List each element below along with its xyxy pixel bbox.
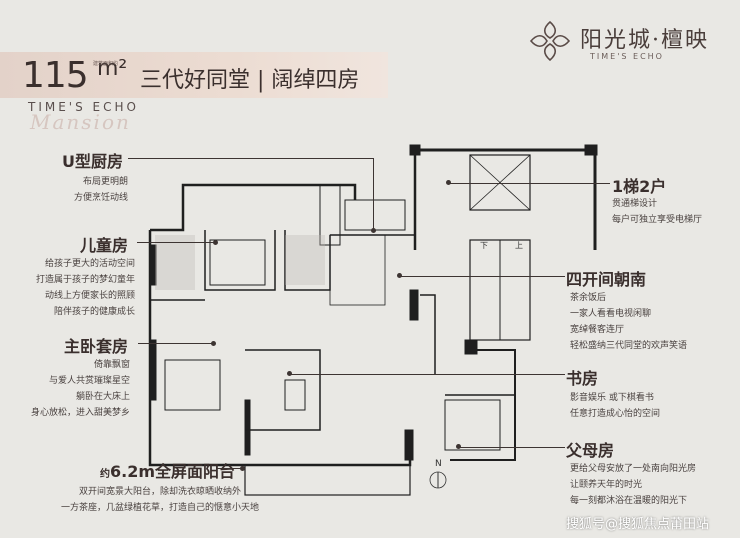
elevator-title: 1梯2户 [612, 177, 667, 196]
south-line-4: 轻松盛纳三代同堂的欢声笑语 [570, 341, 688, 351]
south-desc: 茶余饭后 一家人看看电视闲聊 宽绰餐客连厅 轻松盛纳三代同堂的欢声笑语 [570, 290, 687, 354]
master-line-3: 躺卧在大床上 [75, 392, 130, 402]
study-title: 书房 [566, 369, 599, 388]
master-leader [138, 343, 213, 344]
parents-desc: 更给父母安放了一处南向阳光房 让颐养天年的时光 每一刻都沐浴在温暖的阳光下 [570, 461, 696, 509]
study-line-1: 影音娱乐 或下棋看书 [570, 393, 654, 403]
subtitle-script: Mansion [30, 110, 131, 134]
children-desc: 给孩子更大的活动空间 打造属于孩子的梦幻童年 动线上方便家长的照顾 陪伴孩子的健… [20, 256, 135, 320]
children-line-3: 动线上方便家长的照顾 [44, 291, 135, 301]
balcony-title-prefix: 约 [100, 469, 110, 480]
study-leader [290, 374, 565, 375]
master-desc: 倚靠飘窗 与爱人共赏璀璨星空 躺卧在大床上 身心放松，进入甜美梦乡 [20, 357, 130, 421]
brand-logo-icon [529, 20, 571, 62]
master-line-2: 与爱人共赏璀璨星空 [48, 376, 130, 386]
children-line-4: 陪伴孩子的健康成长 [53, 307, 135, 317]
study-leader-dot [287, 371, 292, 376]
balcony-leader [217, 468, 242, 469]
master-line-1: 倚靠飘窗 [93, 360, 130, 370]
elevator-leader [450, 183, 610, 184]
kitchen-line-2: 方便烹饪动线 [73, 193, 128, 203]
children-leader-dot [213, 240, 218, 245]
south-line-3: 宽绰餐客连厅 [570, 325, 625, 335]
south-leader [400, 276, 565, 277]
elevator-line-2: 每户可独立享受电梯厅 [612, 215, 703, 225]
floor-plan: 下 上 N [148, 144, 598, 496]
balcony-desc: 双开间宽景大阳台，除却洗衣晾晒收纳外 一方茶座，几盆绿植花草，打造自己的惬意小天… [40, 484, 280, 516]
children-leader [137, 242, 215, 243]
kitchen-leader [128, 158, 373, 159]
balcony-leader-dot [240, 466, 245, 471]
brand-name: 阳光城·檀映 [580, 28, 709, 53]
balcony-title-text: 6.2m全屏面阳台 [110, 462, 236, 481]
brand-en: TIME'S ECHO [590, 52, 664, 61]
kitchen-leader-dot [371, 228, 376, 233]
kitchen-line-1: 布局更明朗 [82, 177, 128, 187]
kitchen-title: U型厨房 [62, 152, 123, 171]
balcony-line-2: 一方茶座，几盆绿植花草，打造自己的惬意小天地 [60, 503, 259, 513]
headline: 三代好同堂 | 阔绰四房 [140, 68, 360, 93]
parents-title: 父母房 [566, 441, 615, 460]
south-line-2: 一家人看看电视闲聊 [570, 309, 652, 319]
stair-up-label: 上 [515, 241, 523, 250]
parents-line-3: 每一刻都沐浴在温暖的阳光下 [570, 496, 688, 506]
area-unit: m² [97, 56, 128, 81]
master-line-4: 身心放松，进入甜美梦乡 [30, 408, 130, 418]
header-band [0, 52, 388, 98]
parents-line-1: 更给父母安放了一处南向阳光房 [570, 464, 697, 474]
north-label: N [435, 459, 442, 469]
study-desc: 影音娱乐 或下棋看书 任意打造成心怡的空间 [570, 390, 660, 422]
balcony-line-1: 双开间宽景大阳台，除却洗衣晾晒收纳外 [78, 487, 241, 497]
kitchen-leader-v [373, 158, 374, 230]
parents-line-2: 让颐养天年的时光 [570, 480, 643, 490]
south-line-1: 茶余饭后 [570, 293, 607, 303]
area-number: 115 [22, 55, 89, 96]
kitchen-desc: 布局更明朗 方便烹饪动线 [60, 174, 128, 206]
children-line-1: 给孩子更大的活动空间 [44, 259, 135, 269]
stair-down-label: 下 [480, 241, 488, 250]
parents-leader [460, 447, 565, 448]
balcony-title: 约6.2m全屏面阳台 [100, 458, 235, 482]
watermark: 搜狐号@搜狐焦点莆田站 [566, 517, 710, 532]
south-leader-dot [397, 273, 402, 278]
parents-leader-dot [456, 444, 461, 449]
elevator-line-1: 贯通梯设计 [612, 199, 658, 209]
south-title: 四开间朝南 [566, 270, 647, 289]
elevator-desc: 贯通梯设计 每户可独立享受电梯厅 [612, 196, 702, 228]
children-line-2: 打造属于孩子的梦幻童年 [35, 275, 135, 285]
elevator-leader-dot [446, 180, 451, 185]
master-leader-dot [211, 341, 216, 346]
children-title: 儿童房 [80, 236, 129, 255]
area-tag: 建筑面积约 [93, 61, 119, 67]
study-line-2: 任意打造成心怡的空间 [570, 409, 661, 419]
master-title: 主卧套房 [64, 337, 129, 356]
subtitle-en: TIME'S ECHO [28, 100, 139, 114]
